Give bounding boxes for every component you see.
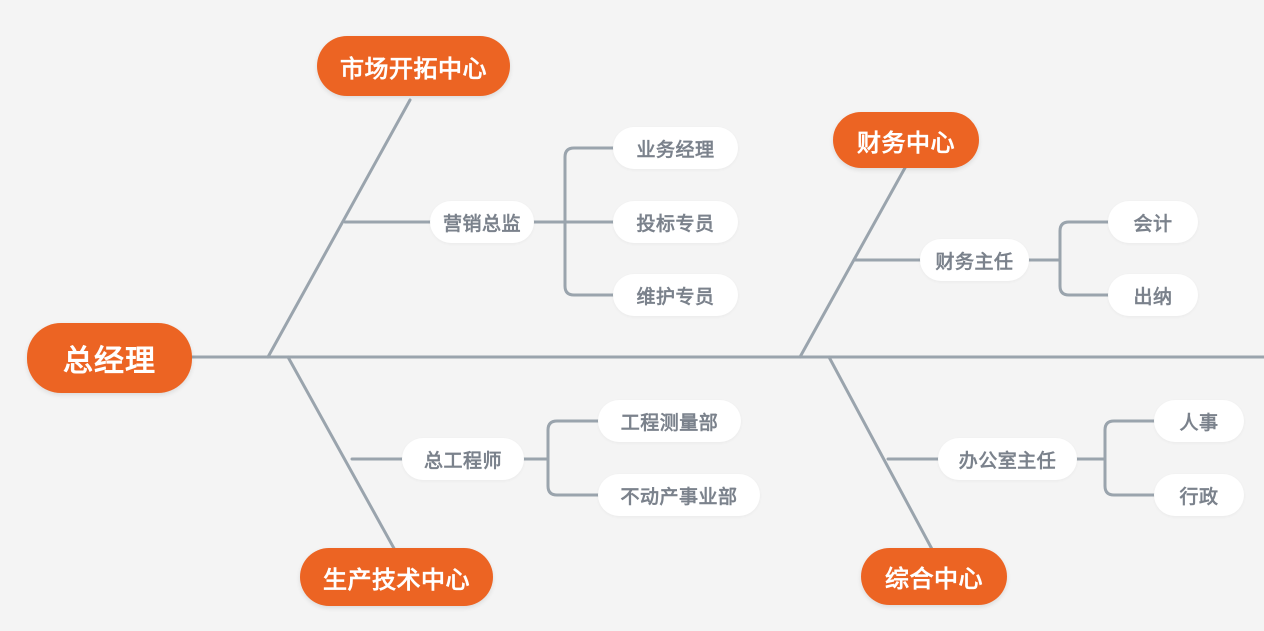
- role-node-finance-director-label: 财务主任: [935, 251, 1014, 273]
- category-node-market-label: 市场开拓中心: [340, 55, 487, 83]
- category-node-production-label: 生产技术中心: [323, 566, 470, 594]
- branch-diagonal-production: [286, 355, 398, 554]
- leaf-node-human-resources-label: 人事: [1179, 412, 1219, 434]
- leaf-node-engineering-survey-dept-label: 工程测量部: [620, 412, 719, 434]
- branch-diagonal-market: [266, 98, 412, 359]
- category-node-general-label: 综合中心: [885, 566, 983, 593]
- leaf-node-cashier-label: 出纳: [1133, 286, 1173, 308]
- root-node-label: 总经理: [63, 345, 156, 378]
- trunk-market-bottom: [563, 220, 617, 297]
- role-node-finance-director[interactable]: 财务主任: [920, 239, 1029, 281]
- leaf-node-business-manager[interactable]: 业务经理: [613, 127, 738, 169]
- category-node-general[interactable]: 综合中心: [861, 548, 1007, 605]
- trunk-production-top: [546, 419, 602, 461]
- trunk-finance-top: [1058, 220, 1112, 262]
- role-node-office-director[interactable]: 办公室主任: [938, 438, 1077, 480]
- leaf-node-administration[interactable]: 行政: [1154, 474, 1244, 516]
- role-node-marketing-director-label: 营销总监: [442, 213, 521, 235]
- leaf-node-engineering-survey-dept[interactable]: 工程测量部: [598, 400, 741, 442]
- leaf-node-maintenance-specialist[interactable]: 维护专员: [613, 274, 738, 316]
- leaf-node-real-estate-division-label: 不动产事业部: [620, 486, 738, 508]
- branch-diagonal-finance: [798, 164, 908, 359]
- branch-diagonal-general: [827, 355, 935, 553]
- leaf-node-bidding-specialist[interactable]: 投标专员: [613, 201, 738, 243]
- leaf-node-maintenance-specialist-label: 维护专员: [636, 286, 715, 308]
- leaf-node-accountant[interactable]: 会计: [1108, 201, 1198, 243]
- role-node-chief-engineer-label: 总工程师: [423, 450, 502, 472]
- trunk-finance-bottom: [1058, 258, 1112, 297]
- leaf-node-real-estate-division[interactable]: 不动产事业部: [598, 474, 760, 516]
- trunk-production-bottom: [546, 457, 602, 497]
- root-node-general-manager[interactable]: 总经理: [27, 323, 192, 393]
- leaf-node-bidding-specialist-label: 投标专员: [636, 213, 715, 235]
- trunk-general-bottom: [1103, 457, 1158, 497]
- trunk-general-top: [1103, 419, 1158, 461]
- role-node-chief-engineer[interactable]: 总工程师: [402, 438, 524, 480]
- leaf-node-human-resources[interactable]: 人事: [1154, 400, 1244, 442]
- leaf-node-accountant-label: 会计: [1133, 213, 1173, 235]
- leaf-node-business-manager-label: 业务经理: [636, 139, 715, 161]
- category-node-market[interactable]: 市场开拓中心: [317, 36, 510, 96]
- trunk-market: [563, 146, 617, 224]
- leaf-node-cashier[interactable]: 出纳: [1108, 274, 1198, 316]
- category-node-finance[interactable]: 财务中心: [833, 112, 979, 168]
- category-node-production[interactable]: 生产技术中心: [300, 548, 493, 606]
- role-node-marketing-director[interactable]: 营销总监: [430, 201, 534, 243]
- category-node-finance-label: 财务中心: [857, 129, 955, 157]
- leaf-node-administration-label: 行政: [1179, 486, 1219, 508]
- role-node-office-director-label: 办公室主任: [958, 450, 1057, 472]
